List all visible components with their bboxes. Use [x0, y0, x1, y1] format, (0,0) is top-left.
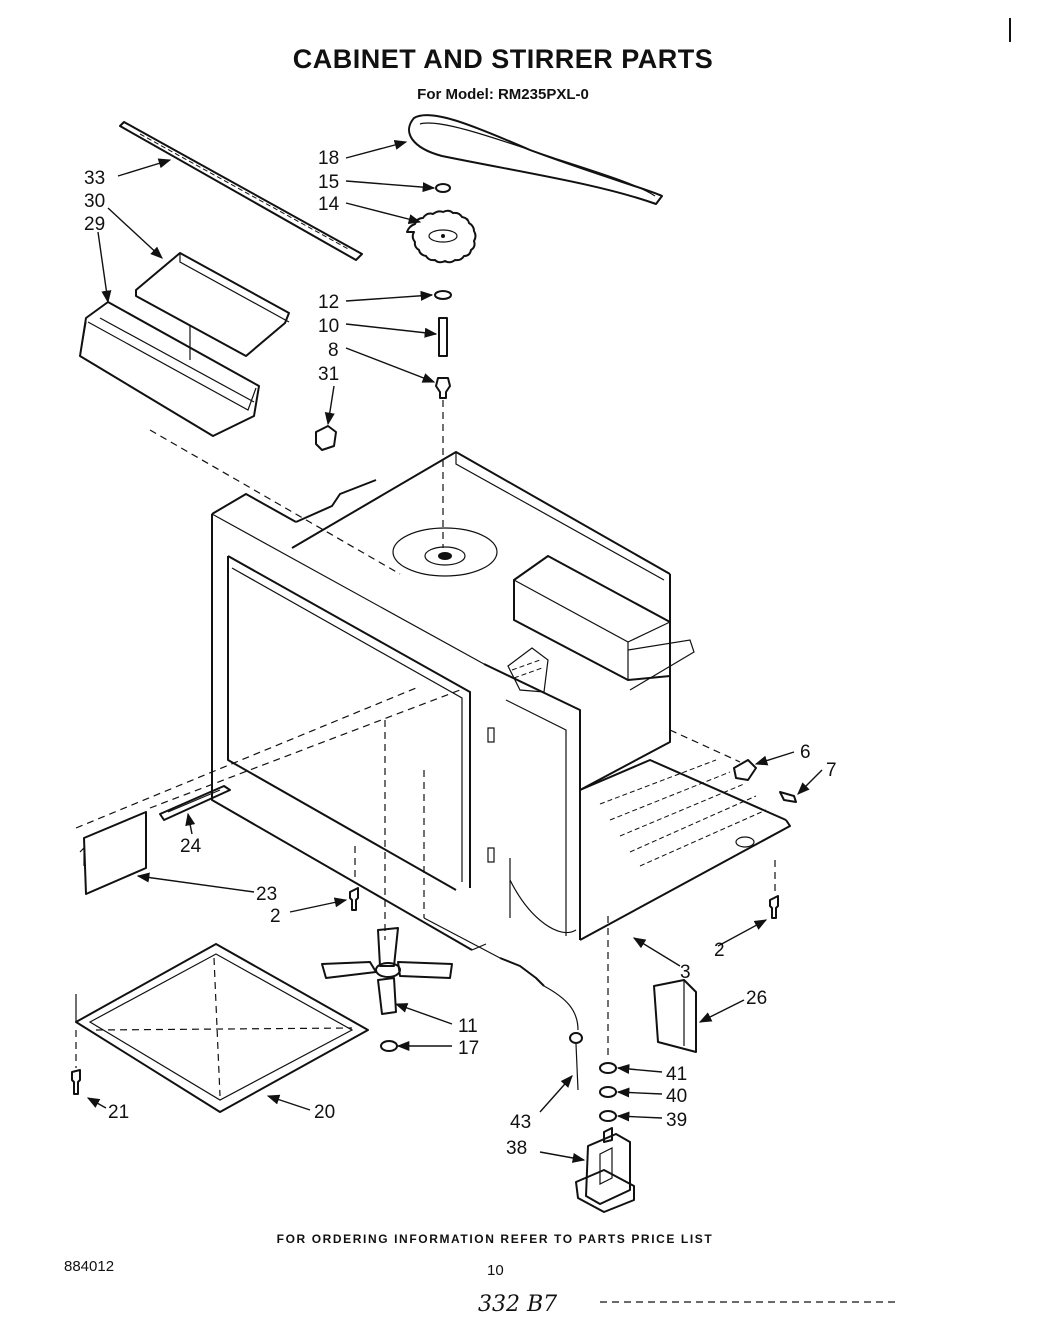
part-20-cover	[75, 943, 369, 1113]
part-26-plate	[653, 979, 697, 1053]
part-3-cabinet	[211, 451, 791, 951]
callout-17: 17	[458, 1038, 479, 1059]
callout-39: 39	[666, 1110, 687, 1131]
callout-10: 10	[318, 316, 339, 337]
part-29-duct	[79, 301, 260, 437]
callout-8: 8	[328, 340, 339, 361]
part-43-cable	[499, 957, 583, 1091]
part-15-clip	[435, 183, 451, 193]
align-line-left-2	[149, 689, 461, 809]
part-30-duct	[135, 252, 290, 360]
align-line-ducts	[149, 429, 401, 575]
callout-23: 23	[256, 884, 277, 905]
part-24-rail	[159, 785, 231, 821]
callout-7: 7	[826, 760, 837, 781]
part-41-nut	[599, 1062, 617, 1074]
part-12-washer	[434, 290, 452, 300]
part-8-bearing	[435, 377, 451, 399]
part-10-shaft	[438, 317, 448, 357]
part-31-clip	[315, 425, 337, 451]
callout-26: 26	[746, 988, 767, 1009]
callout-33: 33	[84, 168, 105, 189]
callout-12: 12	[318, 292, 339, 313]
callout-2-left: 2	[270, 906, 281, 927]
callout-30: 30	[84, 191, 105, 212]
part-40-washer	[599, 1086, 617, 1098]
align-line-left-1	[75, 687, 417, 829]
ordering-footer: FOR ORDERING INFORMATION REFER TO PARTS …	[276, 1232, 714, 1246]
callout-3: 3	[680, 962, 691, 983]
callout-15: 15	[318, 172, 339, 193]
callout-29: 29	[84, 214, 105, 235]
handwritten-note: 332 B7	[478, 1292, 558, 1317]
part-38-motor	[575, 1127, 635, 1213]
part-6-bracket	[733, 759, 757, 781]
part-2-screw-a	[349, 887, 359, 911]
callout-21: 21	[108, 1102, 129, 1123]
part-11-fan	[321, 927, 453, 1015]
callout-11: 11	[458, 1016, 478, 1037]
part-33-strip	[119, 121, 363, 261]
callout-24: 24	[180, 836, 202, 857]
align-line-cable-2	[423, 917, 501, 959]
callout-31: 31	[318, 364, 339, 385]
part-21-screw	[71, 1030, 81, 1095]
part-17-clip	[380, 1040, 398, 1052]
part-39-washer	[599, 1110, 617, 1122]
diagram-title: CABINET AND STIRRER PARTS	[292, 44, 714, 74]
document-number: 884012	[64, 1258, 115, 1275]
page-number: 10	[487, 1262, 504, 1279]
part-18-belt	[408, 114, 663, 205]
align-line-right	[669, 729, 741, 763]
model-subtitle: For Model: RM235PXL-0	[417, 86, 589, 103]
callout-43: 43	[510, 1112, 531, 1133]
leader-lines	[86, 140, 823, 1163]
callout-38: 38	[506, 1138, 527, 1159]
callout-2-right: 2	[714, 940, 725, 961]
callout-6: 6	[800, 742, 811, 763]
part-2-screw-b	[769, 895, 779, 919]
part-7-plug	[779, 791, 797, 803]
part-14-pulley	[406, 209, 477, 264]
part-23-panel	[79, 811, 147, 895]
callout-20: 20	[314, 1102, 335, 1123]
callout-18: 18	[318, 148, 339, 169]
callout-14: 14	[318, 194, 340, 215]
callout-41: 41	[666, 1064, 687, 1085]
callout-40: 40	[666, 1086, 687, 1107]
